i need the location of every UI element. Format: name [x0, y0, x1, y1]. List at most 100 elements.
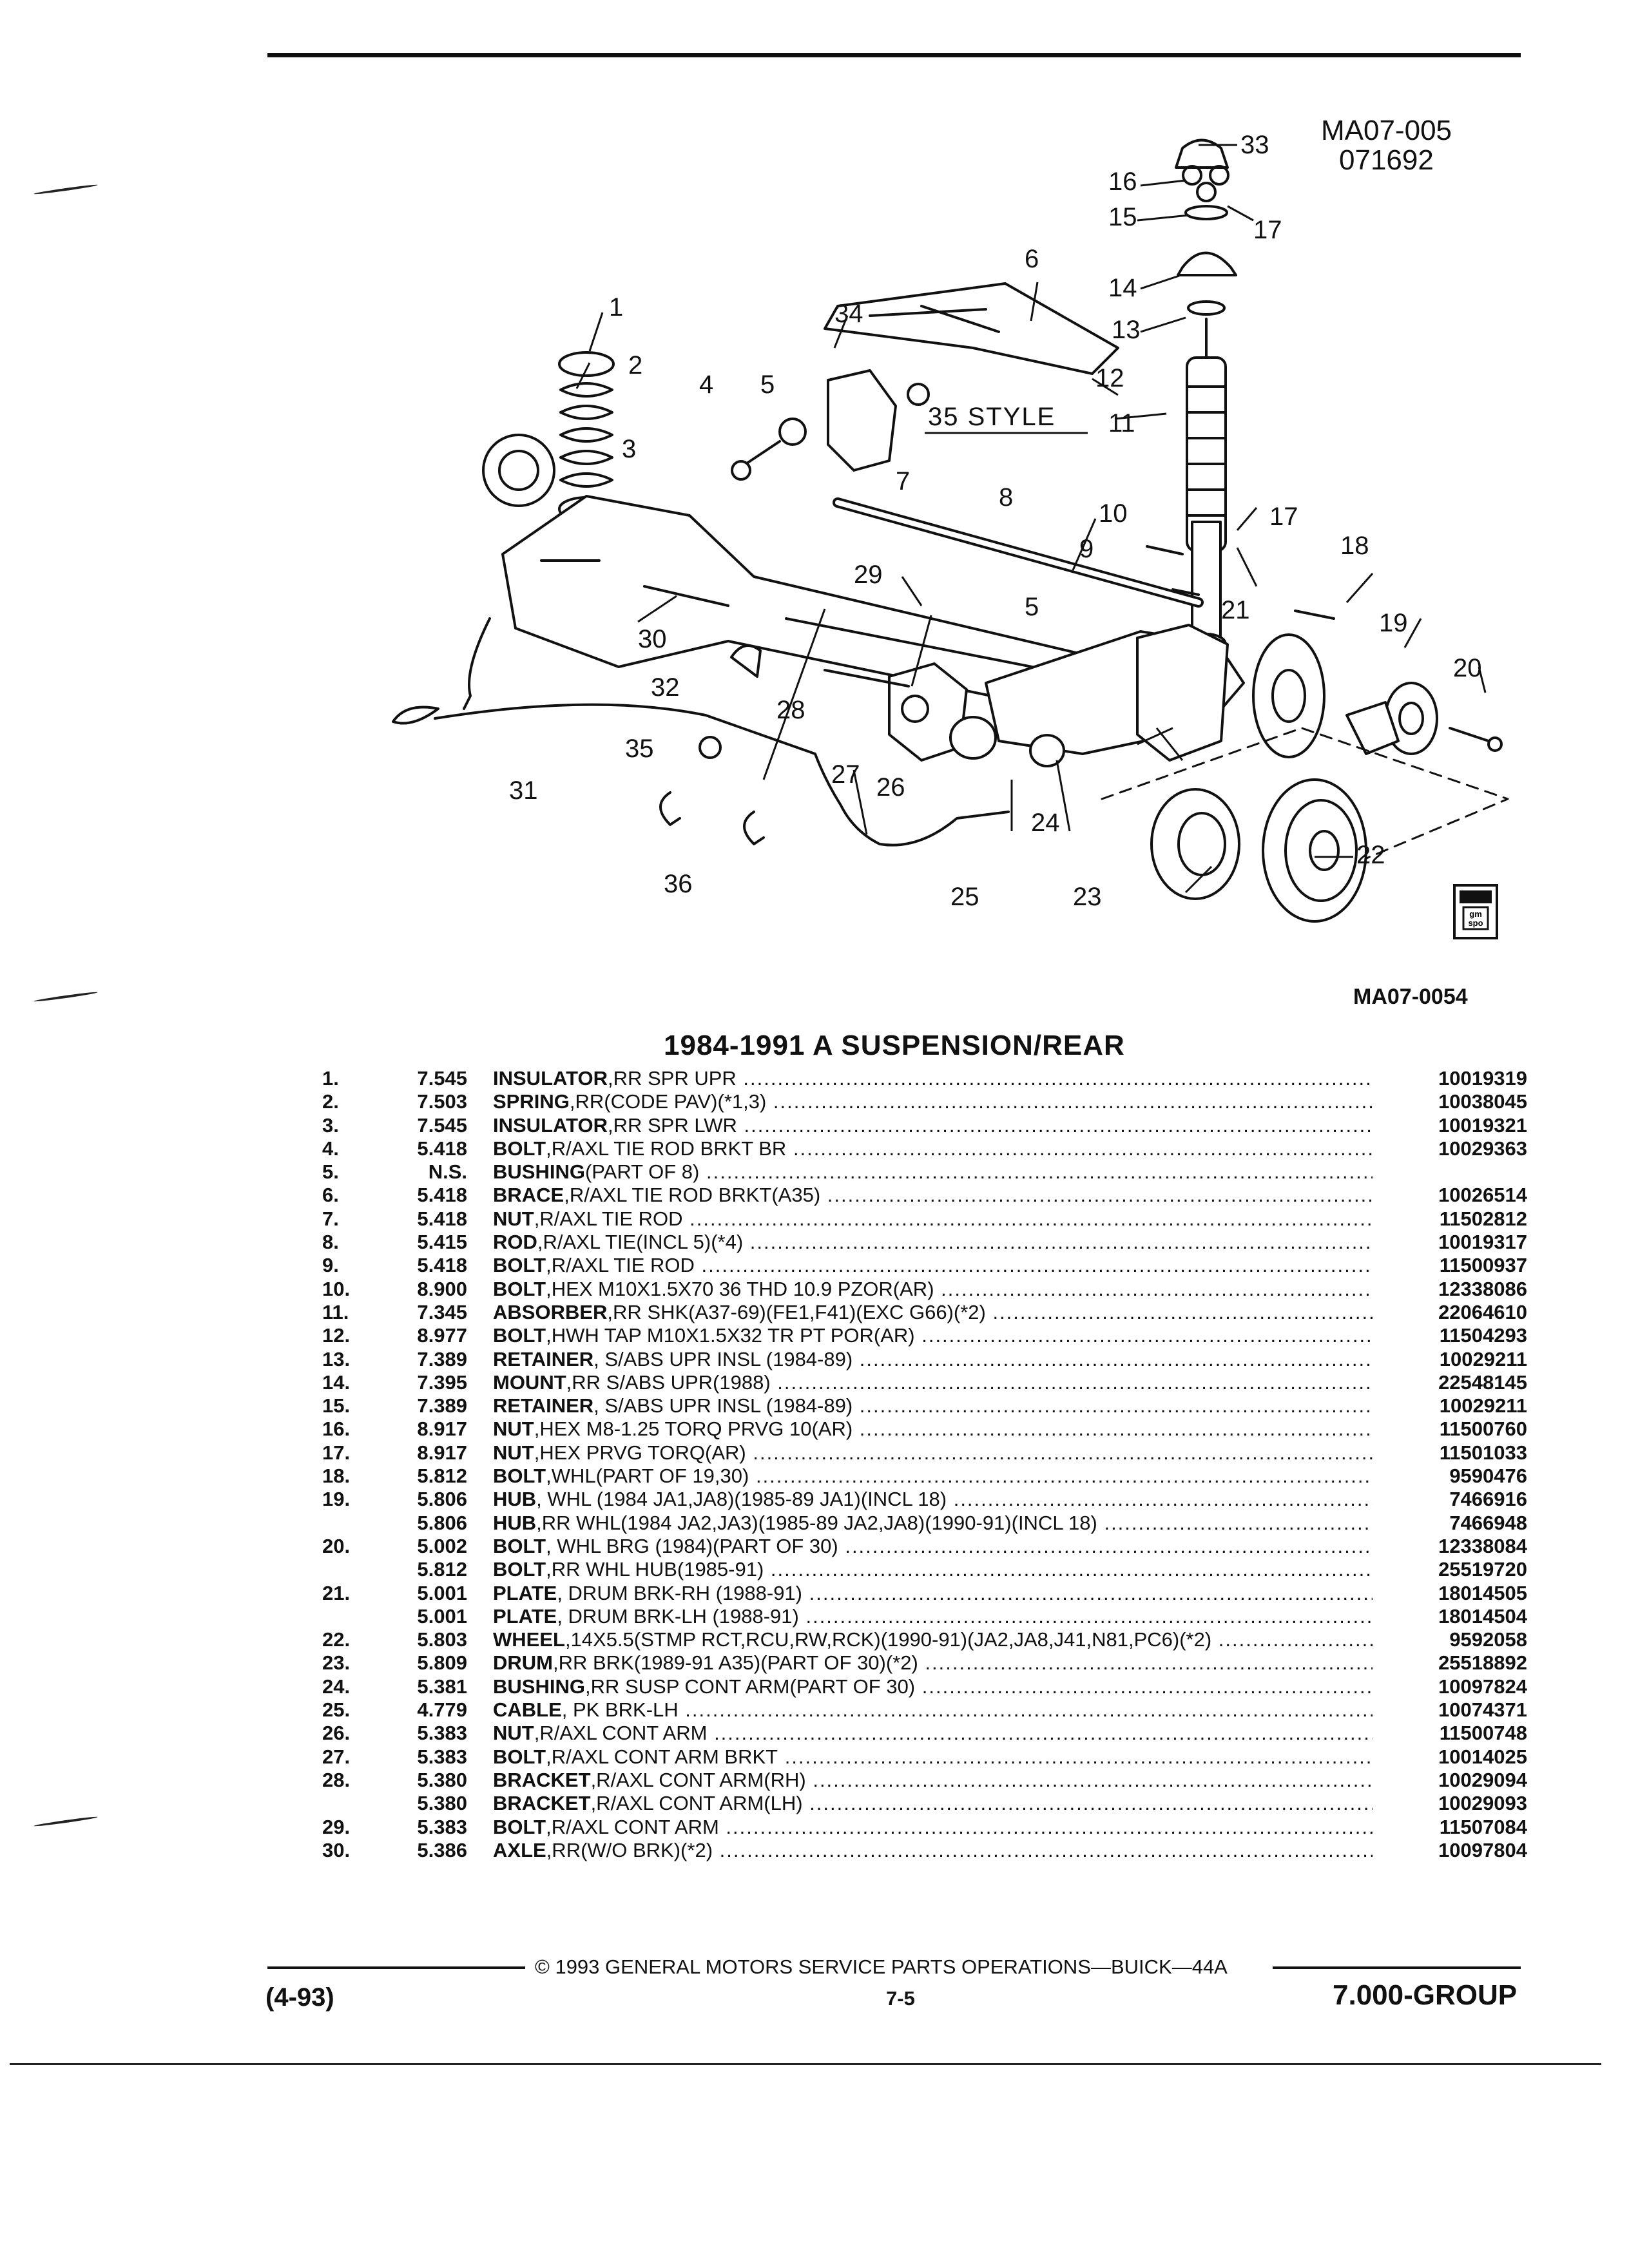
- part-name: RETAINER: [493, 1394, 594, 1418]
- part-ref: 20.: [322, 1534, 351, 1557]
- svg-text:9: 9: [1079, 535, 1094, 563]
- leader-dots: ........................................…: [793, 1137, 1373, 1160]
- part-name: PLATE: [493, 1581, 557, 1604]
- parts-row: 5.N.S.BUSHING(PART OF 8) ...............…: [322, 1160, 1527, 1184]
- part-number: 11500748: [1439, 1722, 1527, 1745]
- svg-text:1: 1: [609, 293, 623, 322]
- part-code: 5.381: [417, 1675, 467, 1698]
- part-name: CABLE: [493, 1698, 562, 1722]
- part-name: INSULATOR: [493, 1113, 608, 1137]
- part-description: AXLE,RR(W/O BRK)(*2) ...................…: [493, 1839, 1373, 1862]
- footer-copyright: © 1993 GENERAL MOTORS SERVICE PARTS OPER…: [535, 1956, 1228, 1978]
- figure-code-line1: MA07-005: [1321, 115, 1452, 146]
- leader-dots: ........................................…: [726, 1815, 1373, 1838]
- svg-text:24: 24: [1031, 809, 1060, 837]
- figure-code-line2: 071692: [1339, 144, 1434, 176]
- part-description: ROD,R/AXL TIE(INCL 5)(*4) ..............…: [493, 1231, 1373, 1254]
- part-detail: ,R/AXL CONT ARM BRKT: [546, 1745, 778, 1768]
- leader-dots: ........................................…: [845, 1534, 1373, 1557]
- part-description: NUT,HEX M8-1.25 TORQ PRVG 10(AR) .......…: [493, 1418, 1373, 1441]
- part-detail: ,RR SPR LWR: [607, 1113, 737, 1137]
- leader-dots: ........................................…: [921, 1675, 1373, 1698]
- part-number: 11507084: [1439, 1815, 1527, 1838]
- part-description: PLATE, DRUM BRK-LH (1988-91) ...........…: [493, 1605, 1373, 1628]
- top-rule: [267, 53, 1521, 57]
- part-description: BUSHING(PART OF 8) .....................…: [493, 1160, 1373, 1184]
- part-number: 10019319: [1438, 1067, 1527, 1090]
- svg-text:30: 30: [638, 625, 667, 653]
- svg-text:32: 32: [651, 673, 680, 702]
- svg-text:18: 18: [1340, 532, 1369, 560]
- svg-text:35: 35: [625, 735, 654, 763]
- part-ref: 4.: [322, 1137, 339, 1160]
- svg-text:14: 14: [1108, 274, 1137, 302]
- page-title: 1984-1991 A SUSPENSION/REAR: [664, 1030, 1125, 1061]
- svg-text:28: 28: [776, 696, 805, 724]
- part-detail: ,RR SHK(A37-69)(FE1,F41)(EXC G66)(*2): [607, 1300, 986, 1323]
- part-detail: ,HEX M10X1.5X70 36 THD 10.9 PZOR(AR): [546, 1277, 934, 1300]
- part-description: MOUNT,RR S/ABS UPR(1988) ...............…: [493, 1371, 1373, 1394]
- part-detail: ,R/AXL CONT ARM(LH): [590, 1792, 803, 1815]
- part-description: DRUM,RR BRK(1989-91 A35)(PART OF 30)(*2)…: [493, 1651, 1373, 1675]
- part-detail: , S/ABS UPR INSL (1984-89): [593, 1394, 853, 1418]
- part-name: MOUNT: [493, 1370, 566, 1394]
- part-detail: ,R/AXL TIE ROD: [546, 1254, 695, 1277]
- part-code: 5.383: [417, 1745, 467, 1768]
- part-name: AXLE: [493, 1838, 546, 1861]
- part-code: 8.900: [417, 1277, 467, 1300]
- leader-dots: ........................................…: [1104, 1511, 1373, 1534]
- part-name: BOLT: [493, 1254, 546, 1277]
- part-number: 10029211: [1439, 1347, 1527, 1370]
- part-description: BOLT,R/AXL CONT ARM ....................…: [493, 1816, 1373, 1839]
- part-ref: 24.: [322, 1675, 351, 1698]
- leader-dots: ........................................…: [744, 1113, 1373, 1137]
- leader-dots: ........................................…: [941, 1277, 1373, 1300]
- figure-code: MA07-005 071692: [1321, 116, 1452, 175]
- leader-dots: ........................................…: [805, 1604, 1373, 1628]
- part-description: NUT,R/AXL TIE ROD ......................…: [493, 1207, 1373, 1231]
- svg-text:15: 15: [1108, 203, 1137, 231]
- svg-text:17: 17: [1253, 216, 1282, 244]
- part-description: RETAINER, S/ABS UPR INSL (1984-89) .....…: [493, 1394, 1373, 1418]
- part-detail: , WHL BRG (1984)(PART OF 30): [546, 1534, 838, 1557]
- part-code: 7.389: [417, 1394, 467, 1418]
- leader-dots: ........................................…: [953, 1488, 1373, 1511]
- exploded-diagram: 33 16 15 17 14 13 6 12 11 34 1 2 3 4 5 7…: [392, 131, 1509, 923]
- part-name: RETAINER: [493, 1347, 594, 1370]
- leader-dots: ........................................…: [777, 1370, 1373, 1394]
- part-name: NUT: [493, 1418, 534, 1441]
- part-name: BOLT: [493, 1815, 546, 1838]
- svg-text:6: 6: [1025, 245, 1039, 273]
- leader-dots: ........................................…: [925, 1651, 1373, 1675]
- part-description: BUSHING,RR SUSP CONT ARM(PART OF 30) ...…: [493, 1675, 1373, 1698]
- part-number: 18014504: [1438, 1604, 1527, 1628]
- part-code: 5.809: [417, 1651, 467, 1675]
- part-name: BOLT: [493, 1465, 546, 1488]
- part-description: HUB,RR WHL(1984 JA2,JA3)(1985-89 JA2,JA8…: [493, 1512, 1373, 1535]
- part-number: 10029094: [1438, 1768, 1527, 1791]
- part-ref: 14.: [322, 1370, 351, 1394]
- part-detail: ,R/AXL CONT ARM(RH): [590, 1768, 806, 1791]
- part-detail: ,R/AXL TIE ROD BRKT BR: [546, 1137, 787, 1160]
- part-code: 5.806: [417, 1511, 467, 1534]
- part-detail: ,RR WHL(1984 JA2,JA3)(1985-89 JA2,JA8)(1…: [536, 1511, 1097, 1534]
- part-ref: 7.: [322, 1207, 339, 1230]
- part-number: 25519720: [1438, 1558, 1527, 1581]
- part-description: BRACKET,R/AXL CONT ARM(LH) .............…: [493, 1792, 1373, 1815]
- part-name: SPRING: [493, 1090, 570, 1113]
- part-code: 5.806: [417, 1488, 467, 1511]
